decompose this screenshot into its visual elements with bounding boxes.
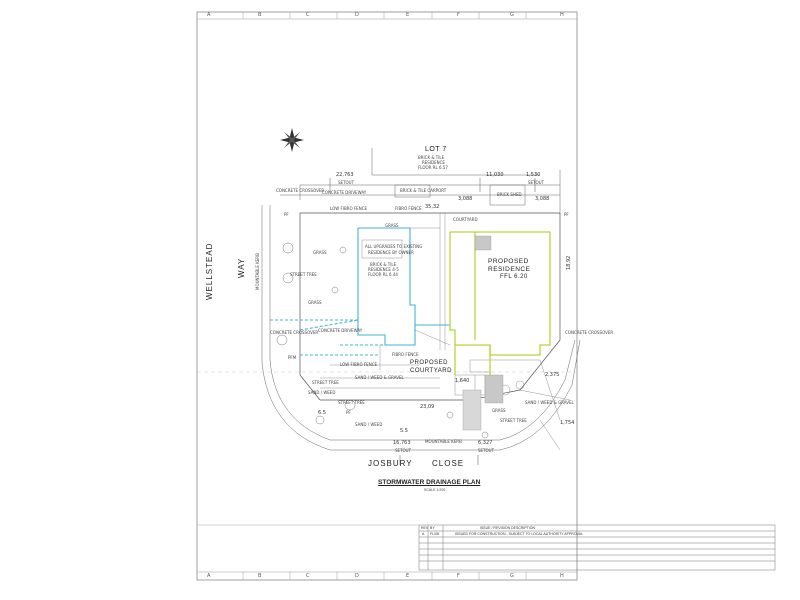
- fibro-fence-mid: FIBRO FENCE: [392, 352, 419, 357]
- setout-top-left: SETOUT: [338, 180, 355, 185]
- plan-title: STORMWATER DRAINAGE PLAN: [378, 479, 481, 486]
- pf-marker-2: PF: [564, 212, 569, 217]
- dim-3088-a: 3,088: [458, 196, 473, 202]
- fibro-fence-top: FIBRO FENCE: [395, 206, 422, 211]
- grid-label-bottom-f: F: [457, 573, 460, 579]
- grid-label-top-h: H: [560, 12, 564, 18]
- sand-weed-1: SAND / WEED & GRAVEL: [355, 375, 404, 380]
- dim-1640: 1,640: [455, 378, 470, 384]
- mountable-kerb-west: MOUNTABLE KERB: [255, 253, 260, 290]
- grass-label-2: GRASS: [313, 250, 327, 255]
- dim-top-left: 22,763: [336, 172, 354, 178]
- low-fibro-fence-mid: LOW FIBRO FENCE: [340, 362, 378, 367]
- rev-row-rev: A: [422, 532, 425, 536]
- proposed-residence-label: PROPOSED: [488, 258, 529, 265]
- rev-header-by: BY: [430, 526, 435, 530]
- setout-top-right: SETOUT: [528, 180, 545, 185]
- grid-label-bottom-c: C: [306, 573, 310, 579]
- grid-label-top-c: C: [306, 12, 310, 18]
- grid-label-top-e: E: [406, 12, 410, 18]
- upgrade-note-2: RESIDENCE BY OWNER: [368, 250, 414, 255]
- existing-res-1: BRICK & TILE: [370, 262, 397, 267]
- upgrade-note-1: ALL UPGRADES TO EXISTING: [365, 244, 423, 249]
- street-tree-4: STREET TREE: [500, 418, 527, 423]
- street-way: WAY: [237, 257, 246, 278]
- grid-label-top-b: B: [258, 12, 262, 18]
- proposed-residence-label-2: RESIDENCE: [488, 266, 531, 273]
- mountable-kerb-south: MOUNTABLE KERB: [425, 439, 462, 444]
- grid-label-bottom-e: E: [406, 573, 410, 579]
- grid-label-top-a: A: [207, 12, 211, 18]
- dim-bottom-mid: 23,09: [420, 404, 435, 410]
- proposed-courtyard-label-2: COURTYARD: [410, 368, 452, 374]
- pf-marker-1: PF: [284, 212, 289, 217]
- rev-row-by: FL/08: [430, 532, 439, 536]
- carport-label: BRICK & TILE CARPORT: [400, 188, 447, 193]
- rev-header-rev: REV: [421, 526, 429, 530]
- dim-top-right: 1,530: [526, 172, 541, 178]
- ffl-label: FFL 6.20: [500, 274, 528, 280]
- dim-1754: 1,754: [560, 420, 575, 426]
- street-tree-2: STREET TREE: [312, 380, 339, 385]
- lot-desc-2: RESIDENCE: [422, 160, 445, 165]
- dim-top-mid: 11,030: [486, 172, 504, 178]
- rev-row-desc: ISSUED FOR CONSTRUCTION - SUBJECT TO LOC…: [455, 532, 583, 536]
- dim-fence-len: 35,32: [425, 204, 440, 210]
- proposed-courtyard-label: PROPOSED: [410, 360, 449, 366]
- pf-marker-3: PF: [346, 410, 351, 415]
- dim-5-5: 5.5: [400, 428, 408, 434]
- concrete-crossover-left: CONCRETE CROSSOVER: [270, 330, 319, 335]
- lot-label: LOT 7: [425, 146, 447, 153]
- street-wellstead: WELLSTEAD: [205, 242, 214, 300]
- dim-right-side: 18,92: [566, 255, 572, 270]
- grid-label-top-f: F: [457, 12, 460, 18]
- dim-6-5: 6.5: [318, 410, 326, 416]
- sand-weed-4: SAND / WEED & GRAVEL: [525, 400, 574, 405]
- lot-desc-3: FLOOR RL 6.57: [418, 165, 448, 170]
- low-fibro-fence-top: LOW FIBRO FENCE: [330, 206, 368, 211]
- sand-weed-2: SAND / WEED: [355, 422, 383, 427]
- rev-header-desc: ISSUE / REVISION DESCRIPTION: [480, 526, 536, 530]
- grass-label-3: GRASS: [308, 300, 322, 305]
- grid-label-bottom-g: G: [510, 573, 514, 579]
- street-tree-1: STREET TREE: [290, 272, 317, 277]
- setout-bottom-right: SETOUT: [478, 448, 495, 453]
- existing-res-2: RESIDENCE 4-5: [368, 267, 399, 272]
- concrete-crossover-right: CONCRETE CROSSOVER: [565, 330, 614, 335]
- dim-2375: 2,375: [545, 372, 560, 378]
- setout-bottom-left: SETOUT: [395, 448, 412, 453]
- pfm-marker: PFM: [288, 355, 297, 360]
- north-arrow-icon: [280, 128, 304, 152]
- dim-3088-b: 3,088: [535, 196, 550, 202]
- grid-label-bottom-a: A: [207, 573, 211, 579]
- existing-res-3: FLOOR RL 6.44: [368, 272, 398, 277]
- brick-shed-label: BRICK SHED: [497, 192, 522, 197]
- grid-label-top-d: D: [355, 12, 359, 18]
- lot-desc-1: BRICK & TILE: [418, 155, 445, 160]
- courtyard-label: COURTYARD: [453, 217, 478, 222]
- dim-bottom-left: 16,763: [393, 440, 411, 446]
- grid-label-top-g: G: [510, 12, 514, 18]
- concrete-driveway-top: CONCRETE DRIVEWAY: [322, 190, 367, 195]
- grass-label-1: GRASS: [385, 223, 399, 228]
- grid-label-bottom-b: B: [258, 573, 262, 579]
- street-tree-3: STREET TREE: [338, 400, 365, 405]
- sand-weed-3: SAND / WEED: [308, 390, 336, 395]
- plan-scale: SCALE 1:200: [424, 488, 446, 492]
- street-josbury: JOSBURY: [368, 459, 413, 468]
- grid-label-bottom-h: H: [560, 573, 564, 579]
- grid-label-bottom-d: D: [355, 573, 359, 579]
- dim-bottom-right: 6,327: [478, 440, 493, 446]
- concrete-driveway-left: CONCRETE DRIVEWAY: [318, 328, 363, 333]
- grass-label-4: GRASS: [492, 408, 506, 413]
- street-close: CLOSE: [432, 459, 465, 468]
- concrete-crossover-top: CONCRETE CROSSOVER: [276, 188, 325, 193]
